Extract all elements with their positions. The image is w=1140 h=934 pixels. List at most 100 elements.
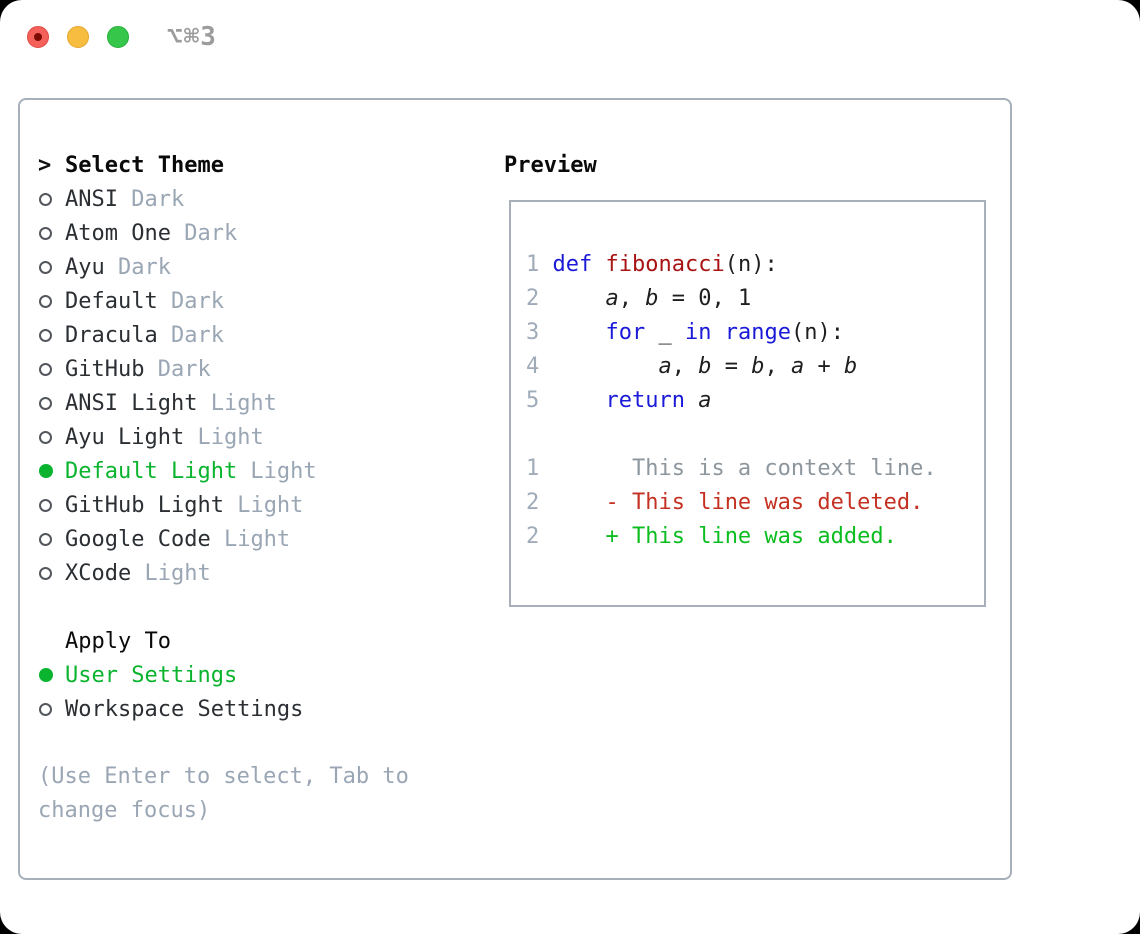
code-line xyxy=(526,418,984,452)
window-title-shortcut: ⌥⌘3 xyxy=(167,22,217,52)
apply-to-heading-label: Apply To xyxy=(65,628,171,654)
code-token: a xyxy=(698,388,712,413)
code-line: 1 This is a context line. xyxy=(526,452,984,486)
radio-selected-icon xyxy=(39,464,53,478)
option-label: ANSI Light xyxy=(65,390,198,416)
radio-icon xyxy=(39,192,52,206)
radio-icon[interactable] xyxy=(38,702,65,716)
selection-cursor: > xyxy=(38,153,65,178)
keyboard-hint: (Use Enter to select, Tab to change focu… xyxy=(38,764,409,823)
radio-icon[interactable] xyxy=(38,260,65,274)
radio-icon xyxy=(39,260,52,274)
theme-option[interactable]: Default Dark xyxy=(38,284,484,318)
code-token xyxy=(711,320,724,345)
theme-option[interactable]: Default Light Light xyxy=(38,454,484,488)
code-token xyxy=(685,388,698,413)
code-token: b xyxy=(645,286,659,311)
option-variant-label: Light xyxy=(223,492,304,518)
line-number: 2 xyxy=(526,286,553,311)
code-line: 4 a, b = b, a + b xyxy=(526,350,984,384)
theme-option[interactable]: GitHub Light Light xyxy=(38,488,484,522)
option-label: Ayu Light xyxy=(65,424,185,450)
theme-option[interactable]: Atom One Dark xyxy=(38,216,484,250)
radio-icon[interactable] xyxy=(38,430,65,444)
radio-icon[interactable] xyxy=(38,294,65,308)
minimize-icon[interactable] xyxy=(67,26,89,48)
option-variant-label: Dark xyxy=(170,220,238,246)
option-label: Google Code xyxy=(65,526,211,552)
code-line: 2 a, b = 0, 1 xyxy=(526,282,984,316)
code-line: 2 + This line was added. xyxy=(526,520,984,554)
line-number: 4 xyxy=(526,354,553,379)
theme-option[interactable]: Google Code Light xyxy=(38,522,484,556)
theme-option[interactable]: ANSI Dark xyxy=(38,182,484,216)
radio-icon xyxy=(39,362,52,376)
code-token: - This line was deleted. xyxy=(605,490,924,515)
option-variant-label: Dark xyxy=(157,288,224,314)
cursor-icon: > xyxy=(38,152,52,178)
radio-selected-icon[interactable] xyxy=(38,464,65,478)
code-token: = xyxy=(711,354,752,379)
select-theme-heading: > Select Theme xyxy=(38,148,484,182)
zoom-icon[interactable] xyxy=(107,26,129,48)
theme-option[interactable]: GitHub Dark xyxy=(38,352,484,386)
option-label: ANSI xyxy=(65,186,118,212)
option-label: XCode xyxy=(65,560,132,586)
code-token: + xyxy=(804,354,844,379)
radio-icon[interactable] xyxy=(38,396,65,410)
code-token: for xyxy=(605,320,646,345)
theme-option[interactable]: Ayu Light Light xyxy=(38,420,484,454)
code-token xyxy=(553,524,606,549)
radio-icon[interactable] xyxy=(38,498,65,512)
radio-icon[interactable] xyxy=(38,532,65,546)
code-token: a xyxy=(605,286,619,311)
radio-icon[interactable] xyxy=(38,566,65,580)
option-label: Workspace Settings xyxy=(65,696,304,722)
radio-icon xyxy=(39,702,52,716)
radio-icon xyxy=(39,226,52,240)
radio-icon[interactable] xyxy=(38,192,65,206)
code-token xyxy=(553,286,606,311)
radio-icon[interactable] xyxy=(38,328,65,342)
option-label: Dracula xyxy=(65,322,158,348)
close-icon[interactable] xyxy=(27,26,49,48)
radio-selected-icon[interactable] xyxy=(38,668,65,682)
code-token: , xyxy=(671,354,699,379)
line-number: 1 xyxy=(526,252,553,277)
code-token: b xyxy=(698,354,712,379)
code-token: = 0, 1 xyxy=(658,286,752,311)
option-variant-label: Dark xyxy=(117,186,185,212)
option-variant-label: Dark xyxy=(157,322,224,348)
radio-icon xyxy=(39,532,52,546)
radio-icon xyxy=(39,328,52,342)
option-label: GitHub Light xyxy=(65,492,224,518)
spacer xyxy=(38,590,484,624)
line-number: 5 xyxy=(526,388,553,413)
code-token: fibonacci xyxy=(605,252,725,277)
titlebar: ⌥⌘3 xyxy=(0,0,1140,75)
code-token xyxy=(553,320,606,345)
code-token xyxy=(553,490,606,515)
option-label: Default xyxy=(65,288,158,314)
radio-icon[interactable] xyxy=(38,226,65,240)
theme-option[interactable]: Dracula Dark xyxy=(38,318,484,352)
apply-to-option[interactable]: Workspace Settings xyxy=(38,692,484,726)
code-token xyxy=(592,252,605,277)
line-number: 2 xyxy=(526,524,553,549)
code-token: a xyxy=(658,354,672,379)
code-line: 2 - This line was deleted. xyxy=(526,486,984,520)
radio-icon[interactable] xyxy=(38,362,65,376)
theme-option[interactable]: ANSI Light Light xyxy=(38,386,484,420)
code-token: , xyxy=(764,354,791,379)
line-number: 2 xyxy=(526,490,553,515)
theme-option[interactable]: Ayu Dark xyxy=(38,250,484,284)
code-token: def xyxy=(552,252,593,277)
theme-option[interactable]: XCode Light xyxy=(38,556,484,590)
code-token: _ xyxy=(645,320,685,345)
apply-to-option[interactable]: User Settings xyxy=(38,658,484,692)
